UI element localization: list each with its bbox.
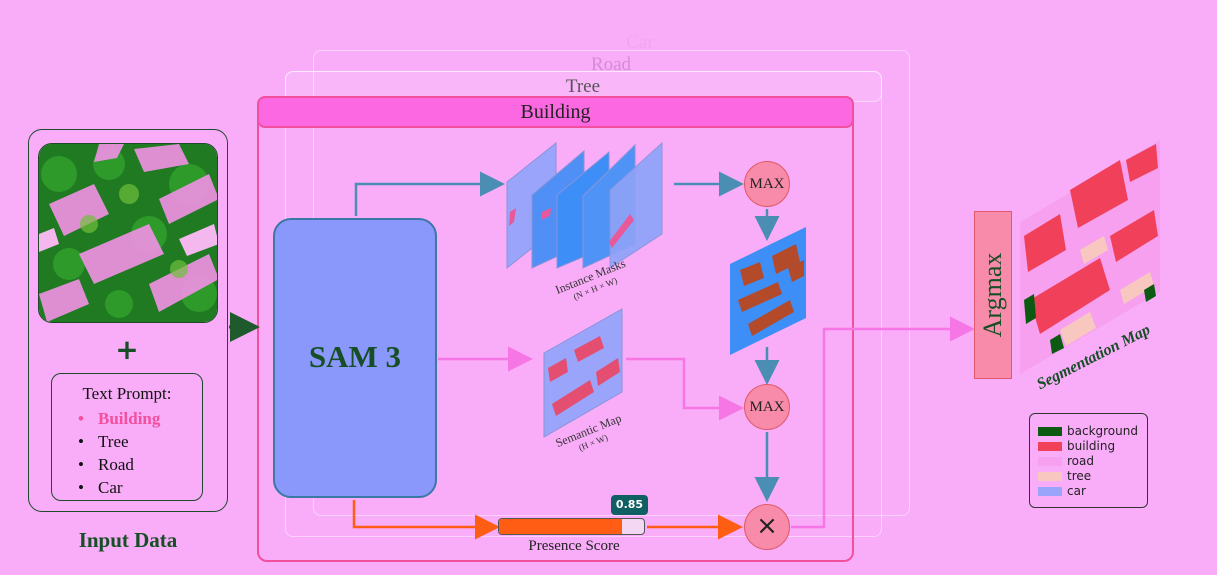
ghost-label-tree: Tree [565, 76, 601, 97]
legend-item-tree: tree [1038, 469, 1091, 484]
sam3-label: SAM 3 [308, 339, 402, 374]
segmentation-trees [1060, 236, 1154, 346]
legend-swatch-car [1038, 487, 1062, 496]
argmax-block [974, 211, 1012, 379]
plus-icon: + [115, 333, 139, 366]
argmax-label: Argmax [978, 252, 1007, 338]
presence-score-badge: 0.85 [611, 495, 648, 515]
prompt-item-car: •Car [78, 478, 123, 497]
aerial-image [38, 143, 218, 323]
instance-mask-blobs [509, 208, 634, 248]
arrow-sam-to-presence [352, 500, 500, 540]
ghost-label-car: Car [626, 32, 654, 53]
max-node-top: MAX [744, 161, 790, 207]
merged-mask-buildings [738, 244, 804, 336]
legend-swatch-building [1038, 442, 1062, 451]
legend: background building road tree car [1029, 413, 1148, 508]
legend-swatch-road [1038, 457, 1062, 466]
legend-swatch-tree [1038, 472, 1062, 481]
segmentation-background [1024, 284, 1156, 354]
text-prompt-box: Text Prompt: •Building •Tree •Road •Car [51, 373, 203, 501]
input-panel [28, 129, 228, 512]
ghost-label-road: Road [590, 54, 632, 75]
input-data-caption: Input Data [78, 528, 178, 552]
arrow-multiply-to-argmax [791, 316, 975, 529]
text-prompt-title: Text Prompt: [82, 384, 172, 403]
legend-item-car: car [1038, 484, 1086, 499]
sam3-block [273, 218, 437, 498]
class-frame-header: Building [257, 96, 854, 128]
segmentation-buildings [1024, 144, 1158, 334]
multiply-icon: × [744, 504, 790, 550]
legend-swatch-background [1038, 427, 1062, 436]
text-prompt-list: •Building •Tree •Road •Car [78, 407, 160, 499]
prompt-item-tree: •Tree [78, 432, 129, 451]
prompt-item-road: •Road [78, 455, 134, 474]
presence-score-bar [498, 518, 645, 535]
legend-item-building: building [1038, 439, 1115, 454]
arrow-sam-to-instance [354, 171, 505, 216]
max-node-bottom: MAX [744, 384, 790, 430]
prompt-item-building: •Building [78, 409, 161, 428]
semantic-map-buildings [548, 336, 620, 416]
arrow-semantic-to-max2 [626, 357, 744, 421]
instance-masks-stack [506, 141, 663, 270]
presence-score-caption: Presence Score [528, 538, 620, 554]
presence-score-fill [499, 519, 623, 534]
aerial-image-drawing [39, 144, 217, 322]
legend-item-road: road [1038, 454, 1094, 469]
legend-item-background: background [1038, 424, 1138, 439]
